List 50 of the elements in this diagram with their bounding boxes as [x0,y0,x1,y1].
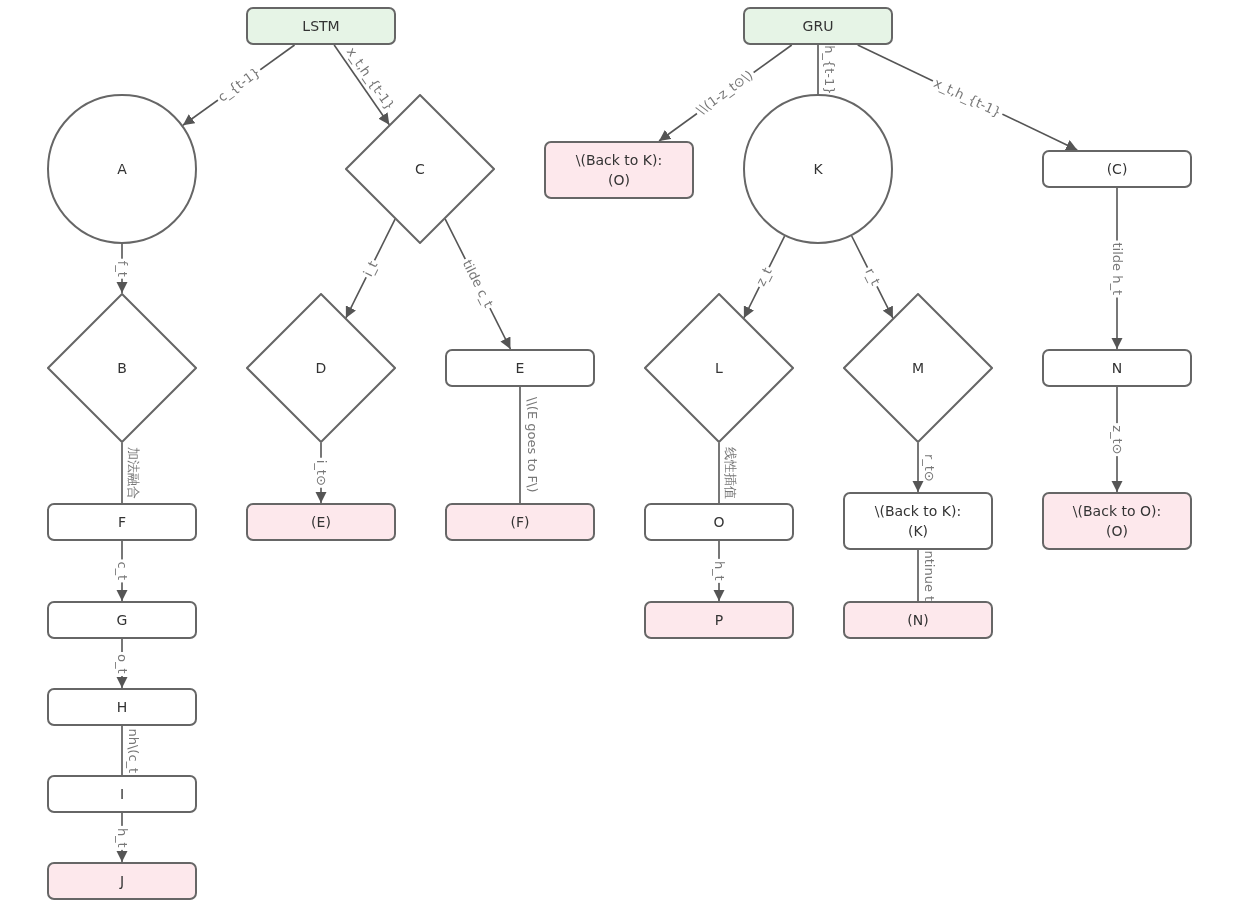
edge-label: z_t⊙ [1109,422,1125,456]
output-box: \(Back to O): (O) [1042,492,1192,550]
process-box: \(Back to K): (K) [843,492,993,550]
process-box: F [47,503,197,541]
edge-label: nh\(c_t [125,726,141,775]
output-box: (F) [445,503,595,541]
output-box: P [644,601,794,639]
connector-line [917,549,919,602]
output-box: (E) [246,503,396,541]
process-box: (C) [1042,150,1192,188]
node-label: D [315,358,327,378]
edge-label: i_t⊙ [313,457,329,488]
edge-label: h_{t-1} [821,43,837,96]
arrow [116,243,128,294]
process-box: G [47,601,197,639]
edge-label: c_t [114,559,130,583]
edge-label: tilde h_t [1109,240,1125,297]
connector-line [718,442,720,504]
output-box: J [47,862,197,900]
connector-line [121,442,123,504]
arrow [116,540,128,602]
process-box: E [445,349,595,387]
node-label: A [117,159,127,179]
node-label: C [415,159,425,179]
edge-label: 加法融合 [125,445,141,501]
process-box: I [47,775,197,813]
edge-label: o_t [114,651,130,676]
edge-label: r_t⊙ [921,452,937,484]
edge-label: \\(E goes to F\) [523,396,539,495]
edge-label: h_t [711,558,727,583]
output-box: (N) [843,601,993,639]
process-box: O [644,503,794,541]
edge-label: 线性插值 [722,445,738,501]
edge-label: ntinue t [921,548,937,603]
start-box: LSTM [246,7,396,45]
arrow [912,442,924,493]
start-box: GRU [743,7,893,45]
process-box: N [1042,349,1192,387]
node-label: B [117,358,127,378]
edge-label: f_t [114,258,130,279]
connector-line [817,44,819,95]
process-box: H [47,688,197,726]
connector-line [121,725,123,776]
node-label: L [715,358,723,378]
edge-label: h_t [114,825,130,850]
node-label: K [813,159,823,179]
arrow [333,44,391,126]
output-box: \(Back to K): (O) [544,141,694,199]
connector-line [519,386,521,504]
node-label: M [911,358,925,378]
